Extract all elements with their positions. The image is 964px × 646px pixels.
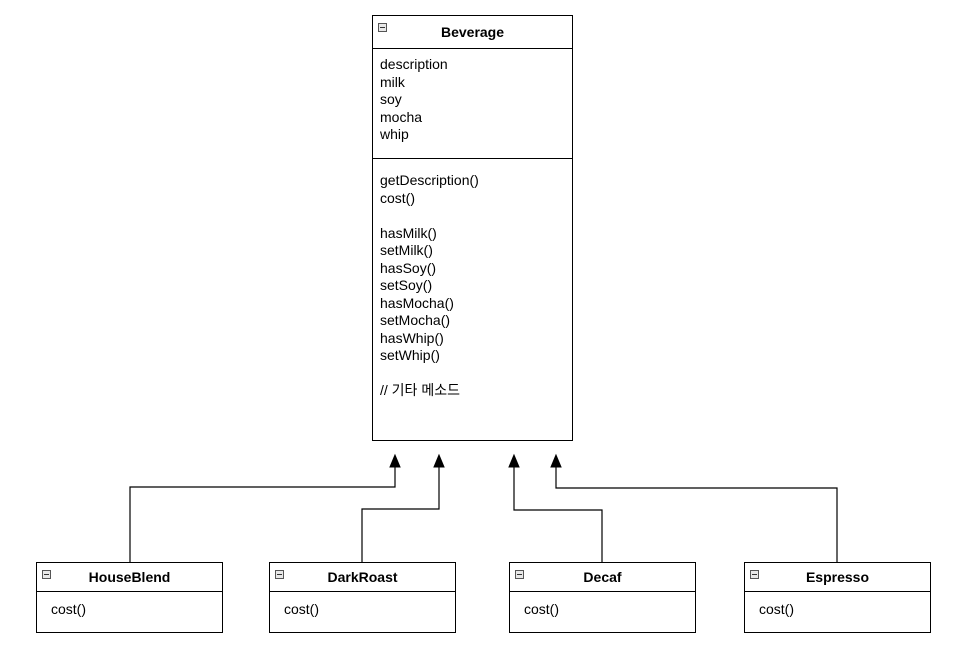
method: setMilk() (380, 242, 433, 258)
method: setMocha() (380, 312, 451, 328)
method: hasMilk() (380, 224, 437, 241)
method: cost() (759, 601, 794, 617)
class-header: Beverage (373, 16, 572, 49)
method: cost() (51, 601, 86, 617)
class-decaf[interactable]: Decaf cost() (509, 562, 696, 633)
class-header: DarkRoast (270, 563, 455, 592)
collapse-toggle-icon[interactable] (42, 570, 51, 579)
arrowhead-icon (433, 453, 445, 468)
attribute: whip (380, 126, 409, 142)
connector-decaf (513, 466, 603, 562)
method: setSoy() (380, 277, 433, 293)
method-comment: // 기타 메소드 (380, 382, 460, 398)
class-header: Decaf (510, 563, 695, 592)
collapse-toggle-icon[interactable] (515, 570, 524, 579)
arrowhead-icon (389, 453, 401, 468)
arrowhead-icon (550, 453, 562, 468)
attribute: description (380, 56, 448, 72)
method: cost() (380, 189, 415, 206)
collapse-toggle-icon[interactable] (378, 23, 387, 32)
collapse-toggle-icon[interactable] (275, 570, 284, 579)
class-espresso[interactable]: Espresso cost() (744, 562, 931, 633)
method-section: cost() (510, 592, 695, 619)
attribute: mocha (380, 108, 423, 125)
class-name: HouseBlend (88, 569, 171, 585)
method: hasWhip() (380, 329, 444, 346)
method-section: getDescription() cost() hasMilk() setMil… (373, 159, 572, 400)
arrowhead-icon (508, 453, 520, 468)
method: hasMocha() (380, 294, 454, 311)
method-section: cost() (37, 592, 222, 619)
connector-darkroast (361, 466, 440, 562)
class-header: HouseBlend (37, 563, 222, 592)
method: getDescription() (380, 172, 479, 188)
collapse-toggle-icon[interactable] (750, 570, 759, 579)
class-name: Espresso (805, 569, 870, 585)
class-houseblend[interactable]: HouseBlend cost() (36, 562, 223, 633)
class-beverage[interactable]: Beverage description milk soy mocha whip… (372, 15, 573, 441)
attribute: soy (380, 91, 402, 107)
attribute: milk (380, 73, 405, 90)
class-header: Espresso (745, 563, 930, 592)
connector-espresso (555, 466, 838, 562)
method: setWhip() (380, 347, 440, 363)
method: cost() (524, 601, 559, 617)
attribute-section: description milk soy mocha whip (373, 49, 572, 159)
connector-houseblend (129, 466, 396, 562)
class-name: Beverage (440, 24, 505, 40)
method-section: cost() (745, 592, 930, 619)
class-name: DarkRoast (327, 569, 398, 585)
method: cost() (284, 601, 319, 617)
method: hasSoy() (380, 259, 437, 276)
class-name: Decaf (583, 569, 622, 585)
class-darkroast[interactable]: DarkRoast cost() (269, 562, 456, 633)
method-section: cost() (270, 592, 455, 619)
